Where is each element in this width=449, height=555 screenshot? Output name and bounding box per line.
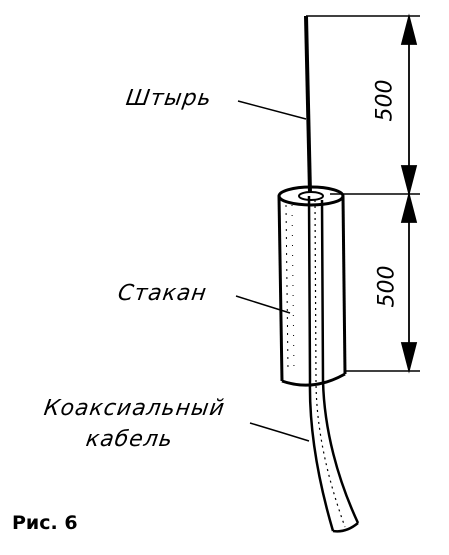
- label-pin: Штырь: [124, 86, 214, 111]
- figure-caption: Рис. 6: [12, 512, 78, 534]
- label-coax-line2: кабель: [84, 427, 175, 452]
- label-cup: Стакан: [116, 281, 209, 306]
- label-coax-line1: Коаксиальный: [42, 396, 227, 421]
- whip-pin: [304, 15, 312, 194]
- dimension-lower: 500: [374, 265, 400, 308]
- leader-lines: [235, 100, 310, 442]
- dimension-line: [400, 13, 418, 374]
- coaxial-cable: [307, 195, 360, 533]
- cup-cylinder: [277, 185, 347, 387]
- extension-lines: [306, 15, 420, 372]
- dimension-upper: 500: [372, 79, 398, 122]
